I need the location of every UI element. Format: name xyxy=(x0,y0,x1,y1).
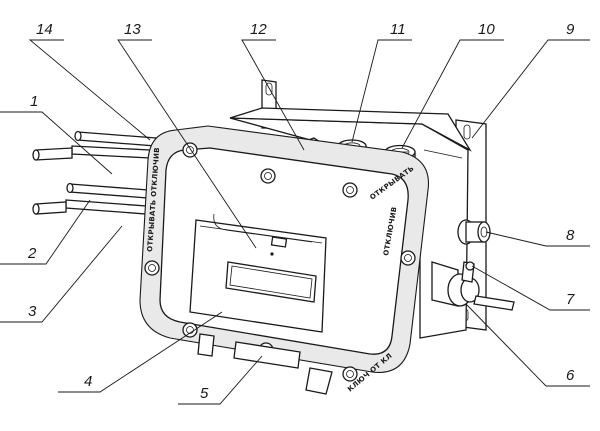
leader-11 xyxy=(351,39,412,143)
base-feet xyxy=(197,333,333,395)
leader-5 xyxy=(178,355,263,405)
callout-10: 10 xyxy=(478,21,495,38)
callout-8: 8 xyxy=(566,227,575,244)
callout-11: 11 xyxy=(390,21,406,38)
callout-numbers: 1 2 3 4 5 6 7 8 9 10 11 12 13 14 xyxy=(27,21,575,402)
cables xyxy=(32,130,157,215)
bolt xyxy=(400,250,416,266)
callout-7: 7 xyxy=(566,291,575,308)
leader-1 xyxy=(0,111,113,175)
leader-4 xyxy=(58,311,223,393)
side-gland-6 xyxy=(431,261,515,311)
callout-3: 3 xyxy=(28,303,37,320)
cable-14 xyxy=(74,130,157,147)
cable-3 xyxy=(32,199,147,215)
cable-2 xyxy=(66,182,149,199)
leader-9 xyxy=(471,39,590,139)
display-panel xyxy=(225,261,317,303)
callout-13: 13 xyxy=(124,21,141,38)
callout-6: 6 xyxy=(566,367,575,384)
bolt xyxy=(342,182,358,198)
leader-13 xyxy=(117,39,257,249)
side-gland-8 xyxy=(457,219,491,245)
leader-14 xyxy=(28,39,151,141)
callout-9: 9 xyxy=(566,21,575,38)
fastener-7 xyxy=(461,261,475,283)
bolt xyxy=(182,142,198,158)
callout-5: 5 xyxy=(200,385,209,402)
callout-1: 1 xyxy=(30,93,38,110)
callout-2: 2 xyxy=(27,245,37,262)
callout-14: 14 xyxy=(36,21,53,38)
leader-2 xyxy=(0,199,91,265)
leader-7 xyxy=(471,265,590,311)
leader-10 xyxy=(401,39,504,149)
bolt xyxy=(260,168,276,184)
leader-3 xyxy=(0,225,123,323)
bolt xyxy=(144,260,160,276)
callout-12: 12 xyxy=(250,21,267,38)
callout-4: 4 xyxy=(84,373,92,390)
leader-6 xyxy=(465,303,590,387)
leader-12 xyxy=(241,39,305,151)
leader-8 xyxy=(485,231,590,247)
leader-lines xyxy=(0,39,590,405)
bolt xyxy=(342,366,358,382)
cable-1 xyxy=(32,145,151,161)
